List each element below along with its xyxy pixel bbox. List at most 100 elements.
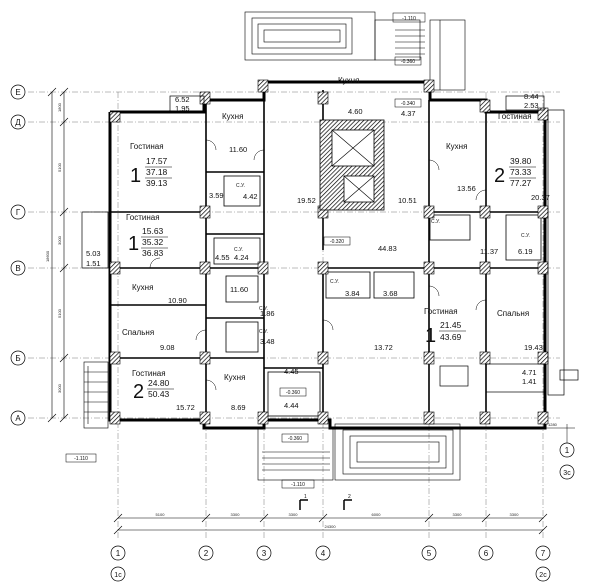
balconies [81,95,579,396]
area-a36: 15.72 [176,403,195,412]
room-r16: Спальня [497,309,529,318]
area-a20: 4.24 [234,253,249,262]
section-labels: 1 2 [304,494,351,500]
room-r15: Гостиная [424,307,458,316]
row-axis-markers [10,84,26,426]
area-a17: 5.03 [86,249,101,258]
apt2-rooms: 2 [494,165,505,187]
left-span-2: 5100 [57,162,62,172]
level-top: -1.110 [402,16,416,22]
col-tag-1: 1с [114,572,122,579]
inner-walls [110,82,545,420]
area-a22: 11.37 [480,247,498,256]
apt2-living: 39.80 [510,156,532,166]
bottom-dimension-labels: 5100 3300 3300 6000 3300 3300 24300 [156,512,520,529]
area-a9: 3.59 [209,191,224,200]
area-a18: 1.51 [86,259,101,268]
top-entrance-stair [244,11,466,91]
row-axis-d: Д [15,118,21,127]
level-bottom-entrance: -0.360 [288,436,302,442]
col-tag-7: 2с [539,572,547,579]
area-a26: 1.86 [260,309,275,318]
room-r12: С.У. [234,247,243,253]
row-axis-v: В [15,264,20,273]
room-r1: Гостиная [130,142,164,151]
col-axis-1: 1 [116,549,121,558]
area-a19: 4.55 [215,253,230,262]
room-r11: Спальня [122,328,154,337]
bottom-entrance-stair [257,423,461,481]
column-axis-labels: 1 2 3 4 5 6 7 1с 2с 1 3с [114,446,571,579]
area-a24: 10.90 [168,296,187,305]
bottom-span-6: 3300 [510,512,520,517]
level-bottom-stair: -1.110 [291,482,305,488]
left-span-3: 3000 [57,235,62,245]
section-marks [299,499,352,510]
area-a38: 4.44 [284,401,299,410]
apt3-total: 35.32 [142,237,164,247]
area-a37: 8.69 [231,403,246,412]
apt2-total: 73.33 [510,167,532,177]
left-ramp [83,361,109,429]
apt3-rooms: 1 [128,233,139,255]
apt5-living: 24.80 [148,378,170,388]
area-a4: 4.37 [401,109,416,118]
area-a1: 6.52 [175,95,190,104]
room-r17: Гостиная [132,369,166,378]
room-r13: С.У. [259,306,268,312]
level-upper-right: -0.340 [401,101,415,107]
door-swings [149,139,487,391]
area-a34: 4.71 [522,368,537,377]
room-r3: Кухня [446,142,467,151]
room-r9: Гостиная [126,213,160,222]
extra-axis-label: 1 [565,446,570,455]
apt1-living: 17.57 [146,156,168,166]
row-axis-labels: Е Д Г В Б А [15,88,21,423]
area-a27: 3.84 [345,289,360,298]
row-axis-a: А [15,414,21,423]
room-r5: Гостиная [498,112,532,121]
apt1-total: 37.18 [146,167,168,177]
left-dimension-chain [47,87,69,423]
level-marks [65,12,426,489]
bottom-total: 24300 [324,524,336,529]
col-axis-7: 7 [541,549,546,558]
room-r2: Кухня [222,112,243,121]
area-a12: 10.51 [398,196,417,205]
apartment-labels: 1 17.57 37.18 39.13 2 39.80 73.33 77.27 … [128,156,536,403]
apt4-living: 21.45 [440,320,462,330]
area-a23: 6.19 [518,247,533,256]
extra-axis-dim-label: 1280 [548,422,558,427]
bottom-span-1: 5100 [156,512,166,517]
area-a32: 19.43 [524,343,543,352]
section-mark-2: 2 [348,494,351,500]
apt2-with-balcony: 77.27 [510,178,532,188]
area-a7: 11.60 [229,145,247,154]
apt4-rooms: 1 [425,325,436,347]
room-su-center: С.У. [330,279,339,285]
area-a6: 2.53 [524,101,539,110]
area-a29: 9.08 [160,343,175,352]
apt4-total: 43.69 [440,332,462,342]
area-a5: 8.44 [524,92,539,101]
bottom-span-2: 3300 [231,512,241,517]
room-names: Гостиная Кухня Кухня С.У. Гостиная Кухня… [122,76,532,382]
apt5-total: 50.43 [148,389,170,399]
room-r7: С.У. [431,219,440,225]
area-a33: 4.45 [284,367,299,376]
area-a2: 1.95 [175,104,190,113]
room-areas: 6.52 1.95 4.60 4.37 8.44 2.53 11.60 13.5… [86,92,550,412]
col-axis-6: 6 [484,549,489,558]
bottom-dimension-chain [113,513,548,535]
col-axis-3: 3 [262,549,267,558]
row-axis-e: Е [15,88,20,97]
area-a10: 4.42 [243,192,258,201]
area-a30: 3.48 [260,337,275,346]
elevator-core [319,119,385,211]
bottom-span-3: 3300 [289,512,299,517]
column-axis-markers [110,442,575,582]
area-a13: 20.37 [531,193,550,202]
area-a8: 13.56 [457,184,476,193]
extra-axis-dimension [543,424,575,443]
